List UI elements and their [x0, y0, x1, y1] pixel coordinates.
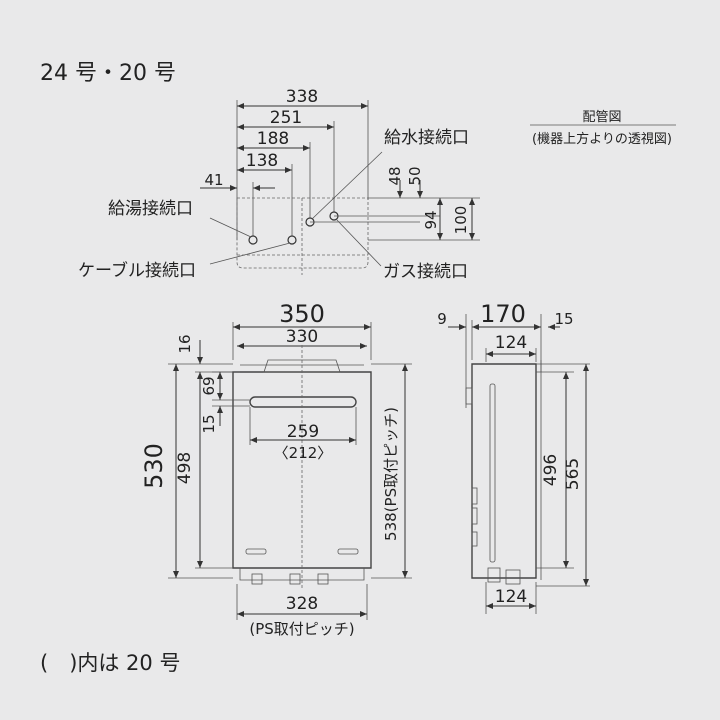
- piping-horizontal-dims: 338 251 188 138 41: [200, 87, 369, 240]
- front-height: 530: [140, 443, 168, 489]
- front-grille: [249, 396, 357, 408]
- footnote: ( )内は 20 号: [40, 651, 180, 675]
- dim-9: 9: [437, 310, 447, 328]
- front-width: 350: [279, 300, 325, 328]
- front-inner-width: 330: [286, 327, 318, 347]
- water-inlet-label: 給水接続口: [384, 128, 469, 148]
- dim-138: 138: [246, 151, 278, 171]
- water-inlet-leader: [311, 151, 383, 220]
- dim-251: 251: [270, 108, 302, 128]
- dim-side-15: 15: [554, 310, 573, 328]
- side-view: 9 170 15 124 496 565 124: [437, 300, 590, 614]
- cable-port-label: ケーブル接続口: [78, 260, 196, 281]
- cable-port-leader: [209, 242, 291, 265]
- dim-188: 188: [257, 129, 289, 149]
- piping-top-view: [236, 197, 369, 275]
- hot-water-leader: [209, 217, 252, 238]
- ps-pitch-bottom: (PS取付ピッチ): [249, 620, 354, 638]
- dim-16: 16: [176, 334, 194, 353]
- cable-port-marker: [287, 235, 297, 245]
- dim-94: 94: [422, 210, 440, 229]
- dim-212: 〈212〉: [274, 444, 333, 462]
- ps-pitch-vertical: 538(PS取付ピッチ): [382, 407, 400, 541]
- gas-inlet-leader: [335, 218, 382, 267]
- hot-water-outlet-label: 給湯接続口: [108, 199, 193, 219]
- dim-100: 100: [452, 206, 470, 235]
- dim-69: 69: [200, 376, 218, 395]
- dim-565: 565: [563, 458, 583, 490]
- dim-259: 259: [287, 422, 319, 442]
- hot-water-port-marker: [248, 235, 258, 245]
- piping-subtitle: (機器上方よりの透視図): [532, 131, 672, 147]
- side-casing: [471, 363, 537, 579]
- front-view: 350 330 530 498 16 69 15: [140, 300, 412, 638]
- piping-vertical-dims: 48 50 94 100: [310, 166, 480, 241]
- dim-498: 498: [175, 452, 195, 484]
- model-label: 24 号・20 号: [40, 61, 176, 86]
- dim-50: 50: [406, 166, 424, 185]
- dim-15: 15: [200, 414, 218, 433]
- dim-328: 328: [286, 594, 318, 614]
- dim-bottom-124: 124: [495, 587, 527, 607]
- piping-title: 配管図: [582, 110, 621, 125]
- dim-338: 338: [286, 87, 318, 107]
- dim-48: 48: [386, 166, 404, 185]
- gas-inlet-label: ガス接続口: [383, 262, 468, 282]
- dim-top-124: 124: [495, 333, 527, 353]
- side-depth: 170: [480, 300, 526, 328]
- dim-41: 41: [204, 171, 223, 189]
- dim-496: 496: [541, 454, 561, 486]
